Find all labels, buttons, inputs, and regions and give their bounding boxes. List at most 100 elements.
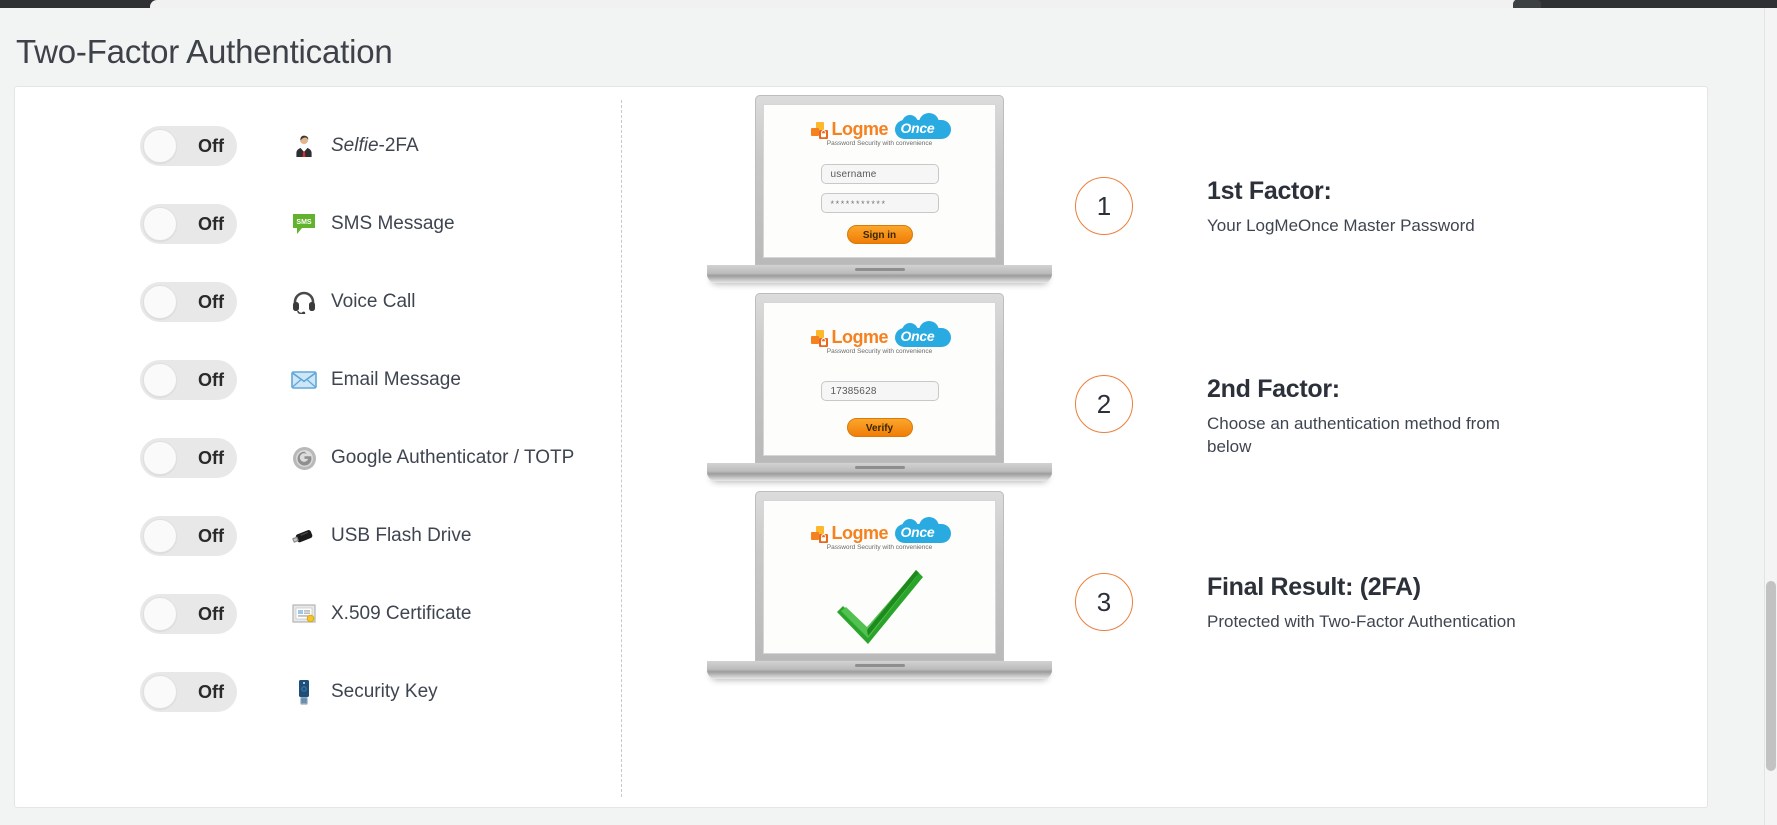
page-scrollbar-thumb[interactable] [1766, 581, 1776, 771]
toggle-knob [143, 285, 177, 319]
step-description: Protected with Two-Factor Authentication [1207, 612, 1516, 631]
laptop-illustration-verify: Logme Once Password Security with conven… [707, 293, 1052, 481]
logo-tagline: Password Security with convenience [826, 140, 933, 147]
two-factor-card: Off Selfie-2FA [14, 86, 1708, 808]
auth-method-row-security-key: Off Security Key [140, 653, 620, 731]
auth-method-label: X.509 Certificate [331, 603, 472, 624]
laptop-illustration-success: Logme Once Password Security with conven… [707, 491, 1052, 679]
laptop-lid: Logme Once Password Security with conven… [755, 491, 1004, 661]
step-title: 1st Factor: [1207, 177, 1332, 205]
auth-method-label: Email Message [331, 369, 461, 390]
envelope-icon [291, 367, 317, 393]
laptop-base [707, 661, 1052, 679]
logo-tagline: Password Security with convenience [826, 348, 933, 355]
step-number-circle: 1 [1075, 177, 1133, 235]
vertical-dashed-divider [621, 100, 622, 797]
toggle-state-label: Off [198, 448, 224, 468]
toggle-state-label: Off [198, 214, 224, 234]
certificate-document-icon [291, 601, 317, 627]
logo-word-once: Once [900, 328, 935, 344]
toggle-x509-certificate[interactable]: Off [140, 594, 237, 634]
logo-word-logme: Logme [831, 327, 889, 347]
headset-icon [291, 289, 317, 315]
screen-otp-code-field[interactable]: 17385628 [820, 381, 939, 401]
auth-method-list: Off Selfie-2FA [140, 107, 620, 731]
browser-tab-stub[interactable] [150, 0, 1520, 8]
security-key-icon [291, 679, 317, 705]
toggle-state-label: Off [198, 136, 224, 156]
svg-text:SMS: SMS [296, 219, 312, 226]
auth-method-row-usb-flash-drive: Off USB Flash Drive [140, 497, 620, 575]
person-suit-icon [291, 133, 317, 159]
auth-method-label-italic: Selfie [331, 135, 379, 156]
logmeonce-logo: Logme Once Password Security with conven… [806, 517, 954, 555]
toggle-state-label: Off [198, 292, 224, 312]
auth-method-row-voice-call: Off Voice Call [140, 263, 620, 341]
toggle-sms-message[interactable]: Off [140, 204, 237, 244]
step-2nd-factor: 2 2nd Factor: Choose an authentication m… [1075, 375, 1635, 459]
auth-method-row-sms-message: Off SMS SMS Message [140, 185, 620, 263]
logo-tagline: Password Security with convenience [826, 544, 933, 551]
step-1st-factor: 1 1st Factor: Your LogMeOnce Master Pass… [1075, 177, 1635, 238]
step-title: Final Result: (2FA) [1207, 573, 1421, 601]
green-checkmark-icon [836, 570, 923, 644]
toggle-google-authenticator[interactable]: Off [140, 438, 237, 478]
laptop-lid: Logme Once Password Security with conven… [755, 95, 1004, 265]
step-description: Choose an authentication method from bel… [1207, 414, 1500, 456]
auth-method-row-x509-certificate: Off X.509 Certificate [140, 575, 620, 653]
step-final-result: 3 Final Result: (2FA) Protected with Two… [1075, 573, 1635, 634]
browser-tab-stub-secondary[interactable] [1513, 0, 1541, 8]
toggle-usb-flash-drive[interactable]: Off [140, 516, 237, 556]
auth-method-label: Selfie-2FA [331, 135, 419, 157]
toggle-knob [143, 363, 177, 397]
screen-verify-button[interactable]: Verify [846, 418, 913, 437]
laptop-screen-login: Logme Once Password Security with conven… [763, 104, 996, 258]
auth-method-row-email-message: Off Email Message [140, 341, 620, 419]
step-text-block: Final Result: (2FA) Protected with Two-F… [1207, 573, 1516, 634]
step-description: Your LogMeOnce Master Password [1207, 216, 1475, 235]
logmeonce-logo: Logme Once Password Security with conven… [806, 321, 954, 359]
logo-badge-icon [810, 122, 828, 139]
step-text-block: 1st Factor: Your LogMeOnce Master Passwo… [1207, 177, 1475, 238]
logo-cloud-shape [894, 517, 951, 543]
auth-method-label: SMS Message [331, 213, 455, 234]
step-number-circle: 3 [1075, 573, 1133, 631]
screen-password-field[interactable]: *********** [820, 193, 939, 213]
screen-sign-in-button[interactable]: Sign in [846, 225, 913, 244]
auth-method-row-selfie-2fa: Off Selfie-2FA [140, 107, 620, 185]
usb-flash-drive-icon [291, 523, 317, 549]
toggle-voice-call[interactable]: Off [140, 282, 237, 322]
page-title: Two-Factor Authentication [16, 33, 393, 70]
toggle-state-label: Off [198, 682, 224, 702]
success-checkmark-wrapper [764, 564, 995, 651]
toggle-state-label: Off [198, 526, 224, 546]
logo-word-logme: Logme [831, 119, 889, 139]
toggle-security-key[interactable]: Off [140, 672, 237, 712]
logo-badge-icon [810, 330, 828, 347]
toggle-knob [143, 675, 177, 709]
browser-chrome-strip [0, 0, 1777, 8]
laptop-screen-success: Logme Once Password Security with conven… [763, 500, 996, 654]
toggle-state-label: Off [198, 604, 224, 624]
laptop-screen-verify: Logme Once Password Security with conven… [763, 302, 996, 456]
page-body: Two-Factor Authentication Off [0, 8, 1777, 825]
logo-word-once: Once [900, 120, 935, 136]
screen-username-field[interactable]: username [820, 164, 939, 184]
laptop-illustration-login: Logme Once Password Security with conven… [707, 95, 1052, 283]
google-authenticator-icon [291, 445, 317, 471]
page-scrollbar-track[interactable] [1764, 8, 1777, 825]
toggle-email-message[interactable]: Off [140, 360, 237, 400]
logo-word-once: Once [900, 524, 935, 540]
step-number-circle: 2 [1075, 375, 1133, 433]
auth-method-row-google-authenticator: Off Google Authenticator / TOTP [140, 419, 620, 497]
toggle-knob [143, 441, 177, 475]
auth-method-label: Google Authenticator / TOTP [331, 447, 575, 468]
logmeonce-logo: Logme Once Password Security with conven… [806, 113, 954, 151]
logo-badge-icon [810, 526, 828, 543]
laptop-base [707, 463, 1052, 481]
auth-method-label-rest: -2FA [378, 135, 419, 156]
auth-method-label: USB Flash Drive [331, 525, 472, 546]
laptop-base [707, 265, 1052, 283]
toggle-selfie-2fa[interactable]: Off [140, 126, 237, 166]
toggle-knob [143, 597, 177, 631]
